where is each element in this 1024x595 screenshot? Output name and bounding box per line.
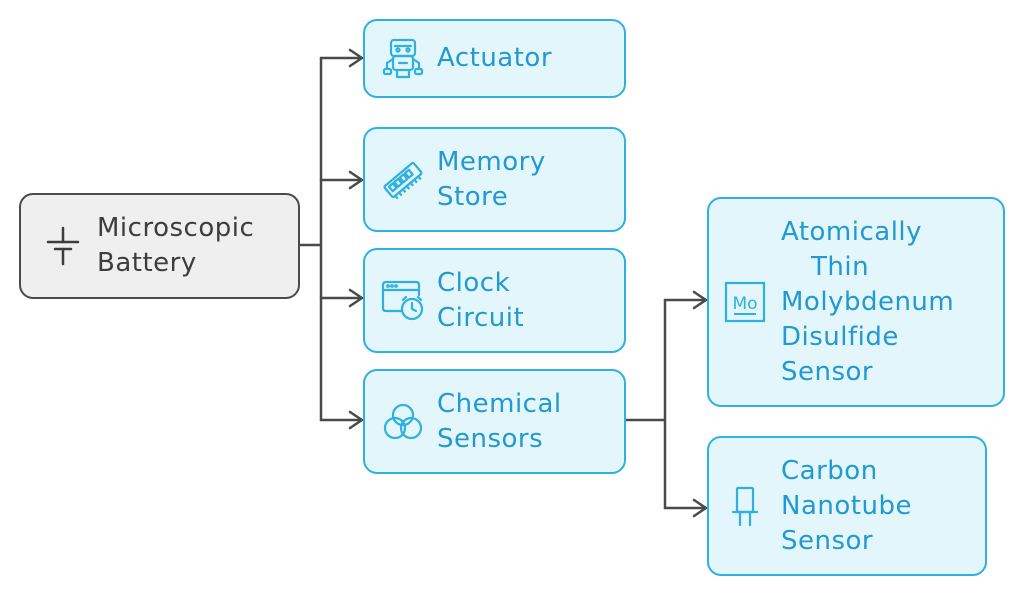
arrow-memory-store [319, 170, 364, 190]
memory-store-label: Memory Store [437, 146, 546, 212]
arrow-actuator [319, 48, 364, 68]
battery-icon [41, 224, 85, 268]
actuator-label: Actuator [437, 43, 553, 73]
nanotube-sensor-icon [723, 484, 767, 528]
memory-chip-icon [381, 158, 425, 202]
root-node-microscopic-battery[interactable]: Microscopic Battery [19, 193, 300, 299]
node-chemical-sensors[interactable]: Chemical Sensors [363, 369, 626, 474]
arrow-clock-circuit [319, 288, 364, 308]
node-actuator[interactable]: Actuator [363, 19, 626, 98]
arrow-chemical-sensors [319, 410, 364, 430]
node-clock-circuit[interactable]: Clock Circuit [363, 248, 626, 353]
root-label: Microscopic Battery [97, 213, 255, 278]
cnt-sensor-label: Carbon Nanotube Sensor [781, 455, 912, 556]
arrow-cnt-sensor [663, 498, 708, 518]
chemical-sensors-label: Chemical Sensors [437, 388, 562, 454]
arrow-mos2-sensor [663, 290, 708, 310]
node-memory-store[interactable]: Memory Store [363, 127, 626, 232]
node-cnt-sensor[interactable]: Carbon Nanotube Sensor [707, 436, 987, 576]
sensors-trunk [624, 298, 667, 510]
clock-window-icon [381, 279, 425, 323]
svg-text:Mo: Mo [732, 294, 757, 314]
mos2-sensor-label: Atomically Thin Molybdenum Disulfide Sen… [781, 216, 955, 387]
robot-icon [381, 37, 425, 81]
node-mos2-sensor[interactable]: Mo Atomically Thin Molybdenum Disulfide … [707, 197, 1005, 407]
clock-circuit-label: Clock Circuit [437, 267, 525, 333]
molecule-circles-icon [381, 400, 425, 444]
element-mo-icon: Mo [723, 280, 767, 324]
